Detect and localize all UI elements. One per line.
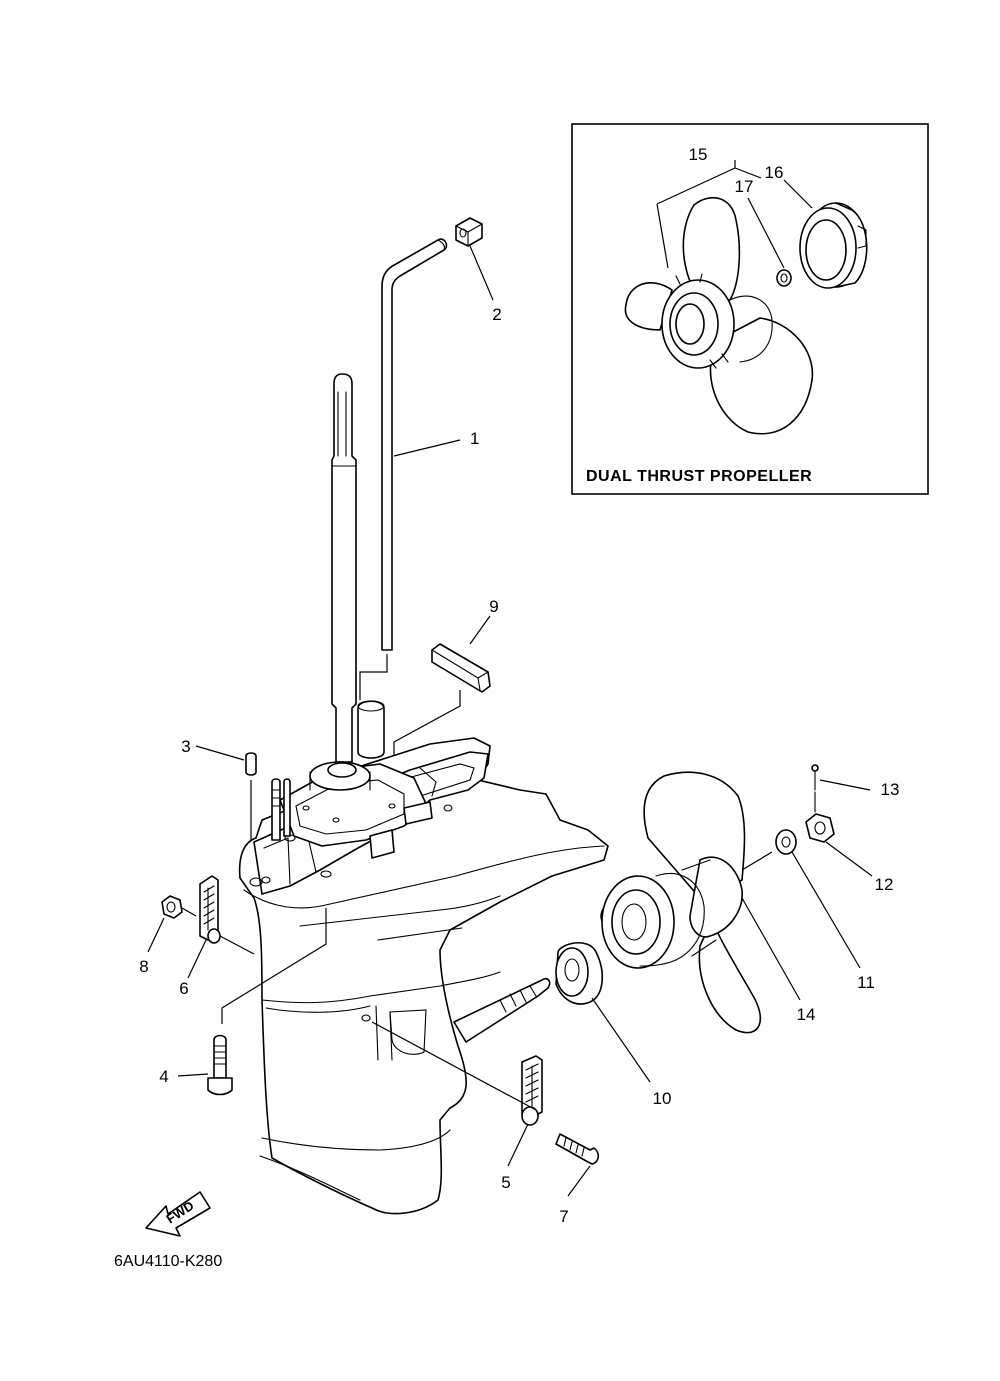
callout-7: 7	[559, 1207, 568, 1226]
part-10-thrust-washer: 10	[555, 942, 672, 1108]
drive-shaft	[331, 373, 357, 763]
inset-spacer-washer	[776, 269, 792, 287]
inset-propeller	[624, 196, 814, 435]
lower-case-housing	[221, 737, 609, 1215]
callout-8: 8	[139, 957, 148, 976]
part-5-trim-tab: 5	[361, 1014, 543, 1192]
callout-1: 1	[470, 429, 479, 448]
part-13-cotter-pin: 13	[811, 764, 900, 813]
callout-14: 14	[797, 1005, 816, 1024]
callout-3: 3	[181, 737, 190, 756]
callout-6: 6	[179, 979, 188, 998]
part-2-grommet: 2	[455, 217, 502, 324]
dual-thrust-propeller-inset: 15 16 17 DUAL THRUST PROPELLER	[571, 123, 929, 495]
part-11-washer: 11	[775, 829, 875, 992]
callout-10: 10	[653, 1089, 672, 1108]
callout-9: 9	[489, 597, 498, 616]
callout-4: 4	[159, 1067, 168, 1086]
tube-seat-sleeve	[357, 700, 385, 759]
part-7-screw: 7	[555, 1133, 600, 1226]
part-1-water-tube: 1	[359, 238, 479, 700]
callout-13: 13	[881, 780, 900, 799]
callout-11: 11	[857, 973, 875, 992]
propeller-shaft	[453, 977, 551, 1043]
callout-16: 16	[765, 163, 784, 182]
callout-17: 17	[735, 177, 754, 196]
callout-5: 5	[501, 1173, 510, 1192]
callout-2: 2	[492, 305, 501, 324]
inset-title: DUAL THRUST PROPELLER	[586, 468, 812, 485]
part-4-bolt: 4	[159, 1034, 233, 1096]
diagram-code: 6AU4110-K280	[114, 1253, 222, 1270]
part-3-dowel-pin: 3	[181, 737, 257, 878]
part-12-propeller-nut: 12	[805, 813, 894, 894]
inset-thrust-bushing	[799, 202, 868, 289]
callout-12: 12	[875, 875, 894, 894]
fwd-arrow-icon: FWD	[145, 1191, 211, 1237]
part-8-nut: 8	[139, 895, 197, 976]
callout-15: 15	[689, 145, 708, 164]
part-6-anode: 6	[179, 875, 255, 998]
part-14-propeller: 14	[600, 771, 816, 1034]
